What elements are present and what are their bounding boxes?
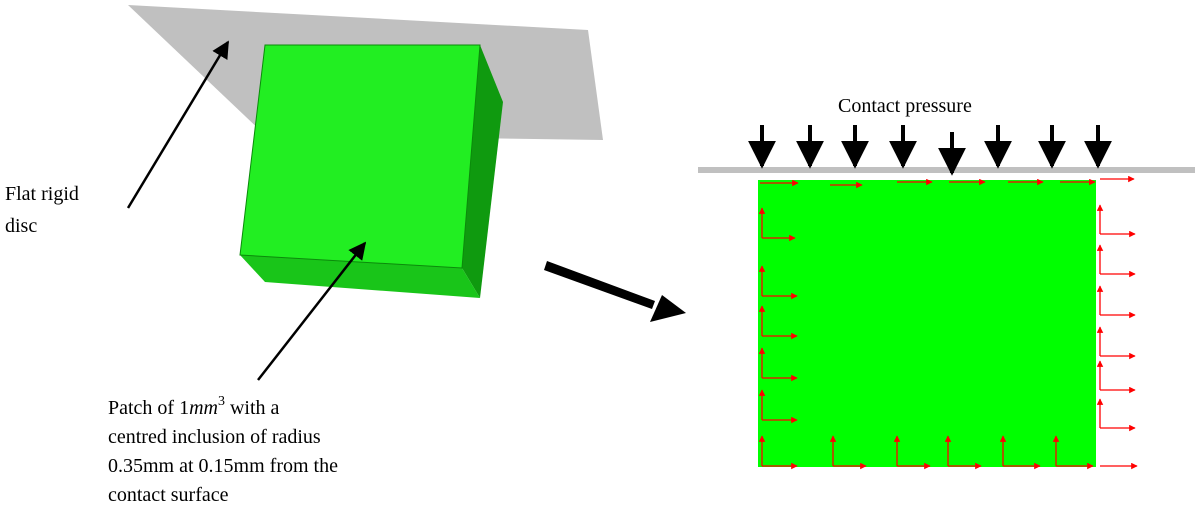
patch-label: Patch of 1mm3 with a centred inclusion o… bbox=[108, 394, 338, 506]
svg-text:Patch of 1mm3 with a: Patch of 1mm3 with a bbox=[108, 394, 280, 419]
patch-label-line4: contact surface bbox=[108, 484, 229, 506]
disc-label-line2: disc bbox=[5, 215, 37, 237]
cube-front-face bbox=[239, 44, 481, 269]
patch-label-pre: Patch of 1 bbox=[108, 397, 189, 419]
right-down-arrow-icon bbox=[544, 261, 686, 322]
patch-label-exp: 3 bbox=[218, 394, 225, 409]
patch-label-line3: 0.35mm at 0.15mm from the bbox=[108, 455, 338, 477]
boundary-arrows bbox=[758, 175, 1138, 470]
patch-label-line2: centred inclusion of radius bbox=[108, 426, 321, 448]
patch-pointer-arrow bbox=[257, 241, 367, 381]
cube-side-face bbox=[462, 45, 503, 298]
disc-pointer-arrow bbox=[126, 40, 230, 209]
patch-label-mm: mm bbox=[189, 397, 218, 419]
disc-label-line1: Flat rigid bbox=[5, 183, 79, 205]
patch-cube bbox=[239, 44, 503, 298]
patch-square bbox=[758, 180, 1096, 467]
contact-surface-line bbox=[698, 167, 1195, 173]
patch-label-post: with a bbox=[225, 397, 280, 419]
contact-pressure-label: Contact pressure bbox=[838, 95, 972, 117]
pressure-arrows bbox=[748, 125, 1112, 176]
